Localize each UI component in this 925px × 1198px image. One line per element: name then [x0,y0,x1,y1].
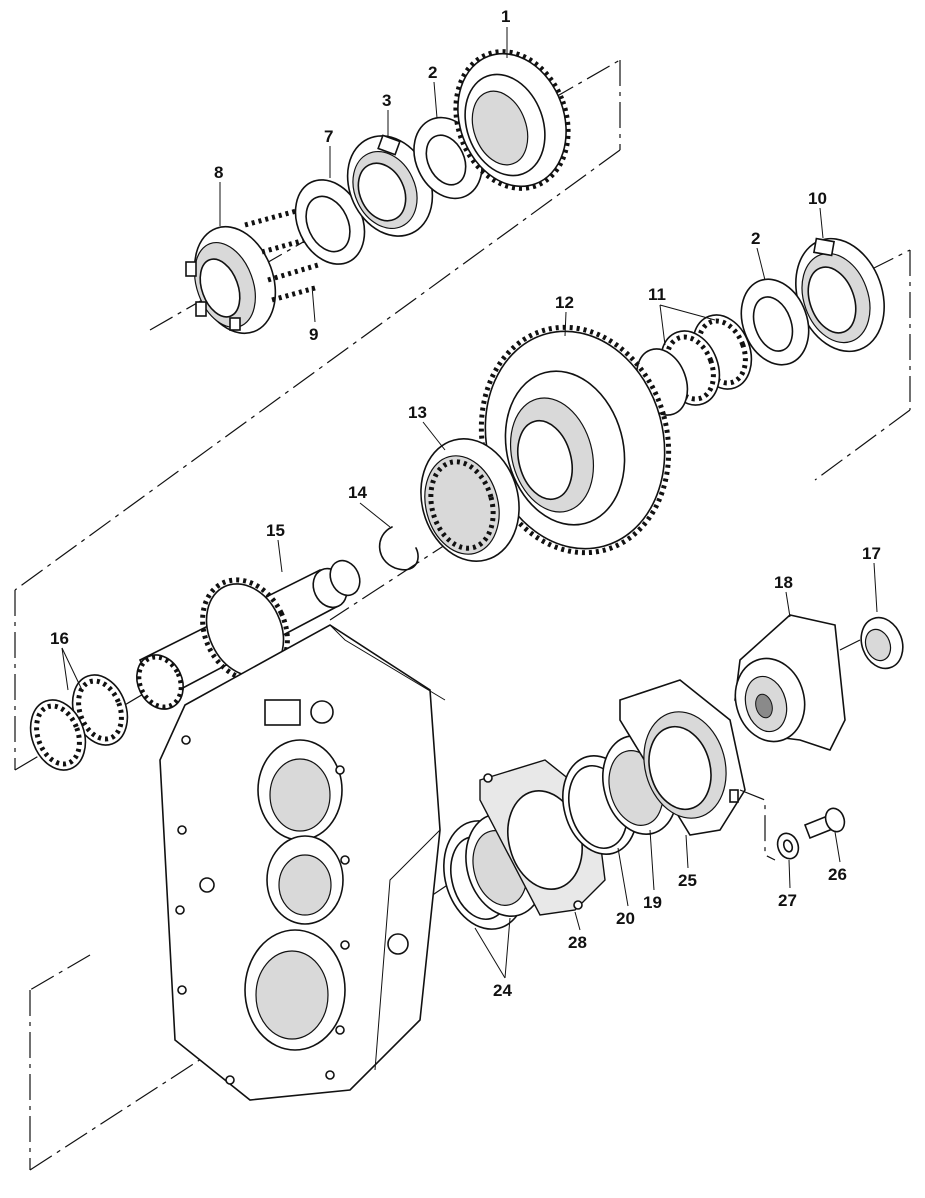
callout-19: 19 [643,893,662,912]
callout-14: 14 [348,483,367,502]
callout-7: 7 [324,127,333,146]
callout-15: 15 [266,521,285,540]
callout-10: 10 [808,189,827,208]
part-10-bearing-race [795,237,885,353]
callout-2: 2 [428,63,437,82]
part-17-nut [860,616,904,670]
part-26-bolt [803,807,846,840]
part-27-lock-washer [776,832,800,860]
callout-13: 13 [408,403,427,422]
part-18-flange-yoke [734,614,846,751]
callout-28: 28 [568,933,587,952]
callout-11: 11 [648,285,666,304]
part-1-gear [453,49,571,191]
callout-20: 20 [616,909,635,928]
section-frame-lines [14,59,911,1171]
axis-line-lower-left [29,954,91,991]
callout-12: 12 [555,293,574,312]
callout-labels: 1 2 3 7 8 9 10 2 11 12 13 14 15 16 17 18… [50,7,881,1000]
part-16-roller-bearings [29,674,129,771]
callout-26: 26 [828,865,847,884]
part-14-snap-ring [378,526,419,571]
callout-1: 1 [501,7,510,26]
callout-27: 27 [778,891,797,910]
callout-17: 17 [862,544,881,563]
axis-line-flange [839,639,861,651]
leader-lines [61,27,878,979]
callout-8: 8 [214,163,223,182]
callout-24: 24 [493,981,512,1000]
bolt-axis-bracket [739,789,776,861]
part-7-thrust-washer [294,179,366,265]
part-25-cover-plate [619,679,746,836]
part-13-bearing-cage [420,438,520,562]
callout-9: 9 [309,325,318,344]
part-3-needle-bearing [346,134,434,237]
callout-18: 18 [774,573,793,592]
axis-line-left-short [14,689,151,771]
axis-line-lower-diag [29,1049,216,1171]
gearbox-housing [159,624,446,1101]
part-15-shaft [136,559,361,710]
callout-25: 25 [678,871,697,890]
callout-3: 3 [382,91,391,110]
part-8-synchronizer-hub [185,225,277,335]
part-2-thrust-washer-lower [740,278,810,366]
axis-line-diagonal-1 [14,149,621,591]
callout-16: 16 [50,629,69,648]
callout-2-lower: 2 [751,229,760,248]
axis-line-right-bottom [814,409,911,481]
axis-line-right-top [869,249,911,271]
